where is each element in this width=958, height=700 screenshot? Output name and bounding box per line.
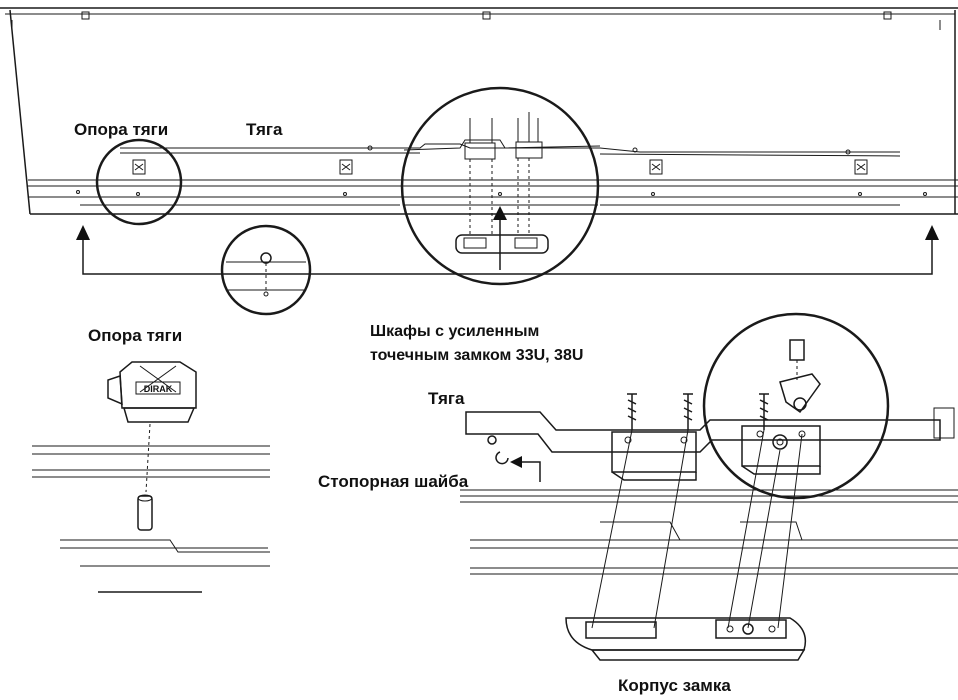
rod-support xyxy=(649,159,663,175)
rod-end-clip xyxy=(933,407,955,439)
panel-corner-marks xyxy=(11,20,941,30)
rod-hole xyxy=(487,435,497,445)
rod-support xyxy=(339,159,353,175)
lock-rail-bottom xyxy=(470,539,958,575)
lock-callout-rod xyxy=(403,139,601,151)
pin-callout-circle xyxy=(220,224,312,316)
lock-rail-slots xyxy=(600,521,803,541)
panel-notch xyxy=(482,11,491,20)
support-brand-text: DIRAK xyxy=(144,384,173,394)
support-detail: Опора тяги DIRAK xyxy=(32,326,270,593)
lock-callout xyxy=(400,86,601,286)
support-rail xyxy=(32,469,270,478)
lock-body xyxy=(565,617,807,661)
panel-left-edge xyxy=(9,9,31,215)
support-callout-circle xyxy=(95,138,183,226)
lock-callout-block xyxy=(515,141,543,159)
lock-detail: Шкафы с усиленным точечным замком 33U, 3… xyxy=(318,312,958,695)
rod-line xyxy=(120,152,901,157)
lock-rail-top xyxy=(460,489,958,503)
cam-callout-circle xyxy=(702,312,890,500)
cam-lever xyxy=(779,373,821,414)
panel-notch xyxy=(81,11,90,20)
top-support-label: Опора тяги xyxy=(74,120,168,139)
bracket-line xyxy=(82,238,933,275)
arrow-up-icon xyxy=(493,206,507,220)
mount-block-left xyxy=(611,431,697,481)
mount-block-right xyxy=(741,425,821,475)
rod-support xyxy=(132,159,146,175)
top-panel: Опора тяги Тяга xyxy=(0,7,958,286)
assembly-guide-lines xyxy=(591,429,803,629)
screws xyxy=(627,393,769,430)
lock-body-label: Корпус замка xyxy=(618,676,731,695)
rod-bar xyxy=(465,411,941,453)
cam-callout xyxy=(702,312,890,500)
cabinet-title-line1: Шкафы с усиленным xyxy=(370,323,539,340)
rod-support-part: DIRAK xyxy=(107,361,197,493)
lock-washer-label: Стопорная шайба xyxy=(318,472,469,491)
arrow-up-icon xyxy=(76,225,90,240)
top-rod-label: Тяга xyxy=(246,120,283,139)
panel-notch xyxy=(883,11,892,20)
lock-callout-screws xyxy=(469,112,539,143)
bracket-arrows xyxy=(76,224,939,316)
rod-detail-label: Тяга xyxy=(428,389,465,408)
arrow-left-icon xyxy=(510,456,522,468)
cabinet-title-line2: точечным замком 33U, 38U xyxy=(370,347,583,364)
lock-callout-block xyxy=(464,142,496,160)
rail-pins xyxy=(76,145,927,196)
support-detail-title: Опора тяги xyxy=(88,326,182,345)
lock-callout-body xyxy=(455,234,549,254)
lock-washer xyxy=(495,451,509,465)
washer-pointer xyxy=(520,461,541,482)
rod-support xyxy=(854,159,868,175)
cam-bolt xyxy=(789,339,805,361)
arrow-up-icon xyxy=(925,225,939,240)
lock-callout-rail xyxy=(404,179,598,206)
support-base xyxy=(60,539,270,567)
support-rail xyxy=(32,445,270,455)
support-pin xyxy=(137,494,153,531)
